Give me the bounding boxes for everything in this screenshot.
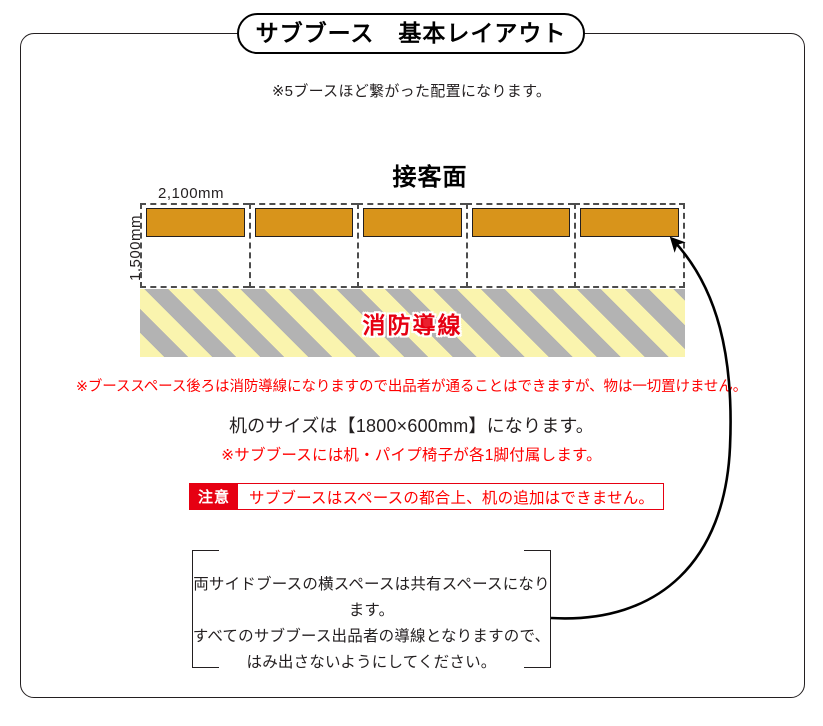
page-title: サブブース 基本レイアウト [255, 20, 567, 46]
booth-cell [248, 203, 358, 288]
bracket-left-line [192, 550, 193, 668]
booth-table [146, 208, 245, 237]
booth-cell [357, 203, 466, 288]
booth-cell [140, 203, 249, 288]
shared-space-note-line-1: 両サイドブースの横スペースは共有スペースになります。 [193, 576, 550, 619]
fire-route-caution-text: ※ブーススペース後ろは消防導線になりますので出品者が通ることはできますが、物は一… [75, 379, 748, 395]
shared-space-note-line-3: はみ出さないようにしてください。 [246, 654, 497, 671]
front-side-label: 接客面 [392, 164, 468, 191]
booth-table [580, 208, 679, 237]
fire-route-label: 消防導線 [362, 312, 463, 338]
shared-space-note-line-2: すべてのサブブース出品者の導線となりますので、 [192, 628, 551, 645]
attention-tag-label: 注意 [190, 484, 239, 509]
bracket-corner-bottom-right [524, 641, 551, 668]
booth-grid [140, 203, 685, 288]
attention-message: サブブースはスペースの都合上、机の追加はできません。 [249, 489, 655, 507]
bracket-corner-bottom-left [192, 641, 219, 668]
shared-space-note-box: 両サイドブースの横スペースは共有スペースになります。 すべてのサブブース出品者の… [192, 550, 551, 671]
desk-attachment-text: ※サブブースには机・パイプ椅子が各1脚付属します。 [221, 447, 602, 464]
subtitle-text: ※5ブースほど繋がった配置になります。 [271, 83, 552, 100]
bracket-corner-top-right [524, 550, 551, 577]
fire-route-band: 消防導線 [140, 289, 685, 357]
booth-width-label: 2,100mm [158, 185, 225, 202]
bracket-right-line [550, 550, 551, 668]
booth-cell [465, 203, 575, 288]
title-pill: サブブース 基本レイアウト [237, 13, 585, 54]
booth-table [254, 208, 354, 237]
attention-box: 注意 サブブースはスペースの都合上、机の追加はできません。 [189, 483, 665, 510]
booth-cell [574, 203, 685, 288]
booth-table [471, 208, 571, 237]
bracket-corner-top-left [192, 550, 219, 577]
booth-table [363, 208, 462, 237]
desk-size-text: 机のサイズは【1800×600mm】になります。 [228, 416, 595, 436]
shared-space-note-text: 両サイドブースの横スペースは共有スペースになります。 すべてのサブブース出品者の… [192, 572, 551, 676]
